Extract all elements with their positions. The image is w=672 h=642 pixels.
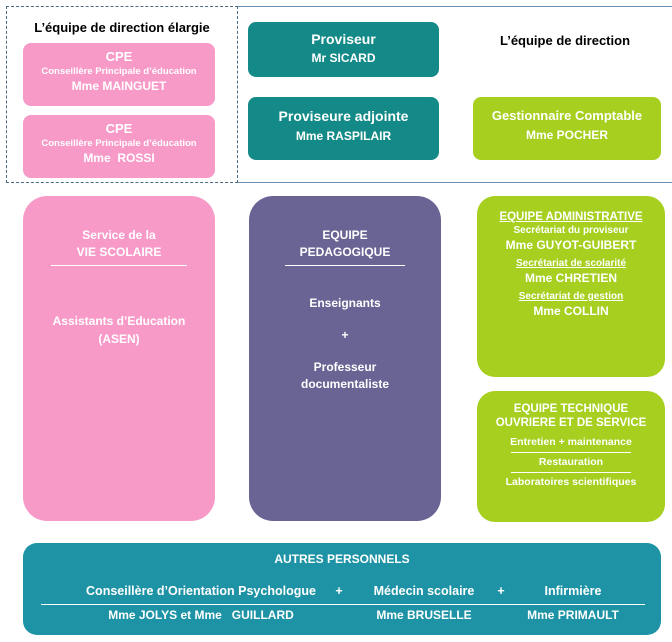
proviseur-title: Proviseur	[311, 31, 376, 47]
asen-label: Assistants d’Education	[52, 314, 186, 328]
divider	[51, 265, 187, 266]
administrative-title: EQUIPE ADMINISTRATIVE	[499, 211, 643, 223]
cpe-role: Conseillère Principale d’éducation	[41, 138, 197, 149]
plus-sign: +	[335, 584, 343, 598]
cpe-rossi-box: CPE Conseillère Principale d’éducation M…	[23, 115, 215, 178]
divider	[285, 265, 405, 266]
technique-item: Entretien + maintenance	[510, 436, 632, 448]
secretariat-name: Mme GUYOT-GUIBERT	[505, 238, 637, 252]
cpe-mainguet-box: CPE Conseillère Principale d’éducation M…	[23, 43, 215, 106]
cpe-title: CPE	[105, 121, 133, 136]
technique-item: Laboratoires scientifiques	[505, 476, 637, 488]
proviseur-box: Proviseur Mr SICARD	[248, 22, 439, 77]
gestionnaire-box: Gestionnaire Comptable Mme POCHER	[473, 97, 661, 160]
documentaliste-label: Professeur	[313, 360, 377, 374]
adjointe-name: Mme RASPILAIR	[295, 129, 392, 143]
cpe-title: CPE	[105, 49, 133, 64]
plus-sign: +	[497, 584, 505, 598]
pedagogique-title: PEDAGOGIQUE	[299, 245, 391, 259]
proviseure-adjointe-box: Proviseure adjointe Mme RASPILAIR	[248, 97, 439, 160]
secretariat-label: Secrétariat de gestion	[518, 291, 624, 302]
secretariat-label: Secrétariat du proviseur	[513, 225, 629, 236]
direction-title: L’équipe de direction	[499, 33, 631, 48]
technique-title: EQUIPE TECHNIQUE	[513, 403, 629, 415]
equipe-pedagogique-box: EQUIPE PEDAGOGIQUE Enseignants + Profess…	[249, 196, 441, 521]
enseignants-label: Enseignants	[309, 296, 381, 310]
plus-sign: +	[341, 328, 349, 342]
cpe-role: Conseillère Principale d’éducation	[41, 66, 197, 77]
autres-title: AUTRES PERSONNELS	[274, 552, 410, 566]
equipe-technique-box: EQUIPE TECHNIQUE OUVRIERE ET DE SERVICE …	[477, 391, 665, 522]
cpe-name: Mme ROSSI	[83, 151, 155, 165]
vie-scolaire-box: Service de la VIE SCOLAIRE Assistants d’…	[23, 196, 215, 521]
gestionnaire-name: Mme POCHER	[525, 128, 608, 142]
divider	[511, 472, 631, 473]
proviseur-name: Mr SICARD	[311, 51, 376, 65]
autres-personnels-box: AUTRES PERSONNELS Conseillère d’Orientat…	[23, 543, 661, 635]
infirmiere-role: Infirmière	[544, 584, 602, 598]
direction-elargie-title: L’équipe de direction élargie	[34, 20, 210, 35]
gestionnaire-title: Gestionnaire Comptable	[491, 108, 643, 123]
adjointe-title: Proviseure adjointe	[278, 108, 409, 124]
secretariat-name: Mme COLLIN	[533, 304, 609, 318]
documentaliste-label: documentaliste	[300, 377, 390, 391]
secretariat-label: Secrétariat de scolarité	[515, 258, 627, 269]
cpe-name: Mme MAINGUET	[71, 79, 167, 93]
divider	[41, 604, 645, 605]
asen-label: (ASEN)	[98, 332, 140, 346]
orientation-names: Mme JOLYS et Mme GUILLARD	[108, 608, 294, 622]
vie-scolaire-title: VIE SCOLAIRE	[76, 245, 162, 259]
medecin-name: Mme BRUSELLE	[376, 608, 472, 622]
equipe-administrative-box: EQUIPE ADMINISTRATIVE Secrétariat du pro…	[477, 196, 665, 377]
direction-elargie-frame	[6, 6, 238, 183]
infirmiere-name: Mme PRIMAULT	[527, 608, 619, 622]
orientation-role: Conseillère d’Orientation Psychologue	[86, 584, 316, 598]
vie-scolaire-title: Service de la	[82, 228, 156, 242]
medecin-role: Médecin scolaire	[373, 584, 475, 598]
technique-item: Restauration	[538, 456, 604, 468]
technique-title: OUVRIERE ET DE SERVICE	[495, 417, 647, 429]
pedagogique-title: EQUIPE	[322, 228, 368, 242]
secretariat-name: Mme CHRETIEN	[524, 271, 617, 285]
direction-frame	[238, 6, 672, 183]
divider	[511, 452, 631, 453]
